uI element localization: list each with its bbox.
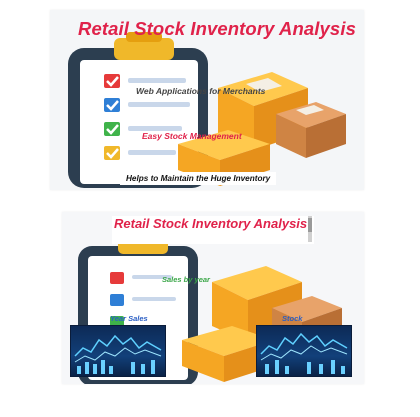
label-stock: Stock (282, 314, 303, 323)
caption-web-applications: Web Applications for Merchants (136, 86, 266, 96)
title-scrollbar-thumb[interactable] (308, 218, 312, 232)
label-sales-by-year: Sales by year (162, 275, 210, 284)
clipboard-checklist-icon (68, 32, 208, 188)
dashboard-thumbnail-right[interactable] (256, 325, 352, 377)
label-year-sales: Year Sales (110, 314, 148, 323)
banner-card-top: Retail Stock Inventory Analysis (50, 10, 364, 190)
cardboard-box-icon (178, 72, 346, 186)
dashboard-thumbnail-icon (74, 334, 162, 374)
inventory-illustration (68, 32, 346, 188)
caption-helps-maintain: Helps to Maintain the Huge Inventory (120, 172, 277, 185)
banner-card-bottom: Retail Stock Inventory Analysis Sales by… (62, 212, 364, 384)
title-scrollbar[interactable] (308, 216, 312, 242)
dashboard-thumbnail-icon (260, 332, 348, 374)
caption-easy-stock: Easy Stock Management (142, 131, 242, 141)
banner-title: Retail Stock Inventory Analysis (78, 18, 356, 39)
preview-title: Retail Stock Inventory Analysis (112, 216, 314, 244)
dashboard-thumbnail-left[interactable] (70, 325, 166, 377)
